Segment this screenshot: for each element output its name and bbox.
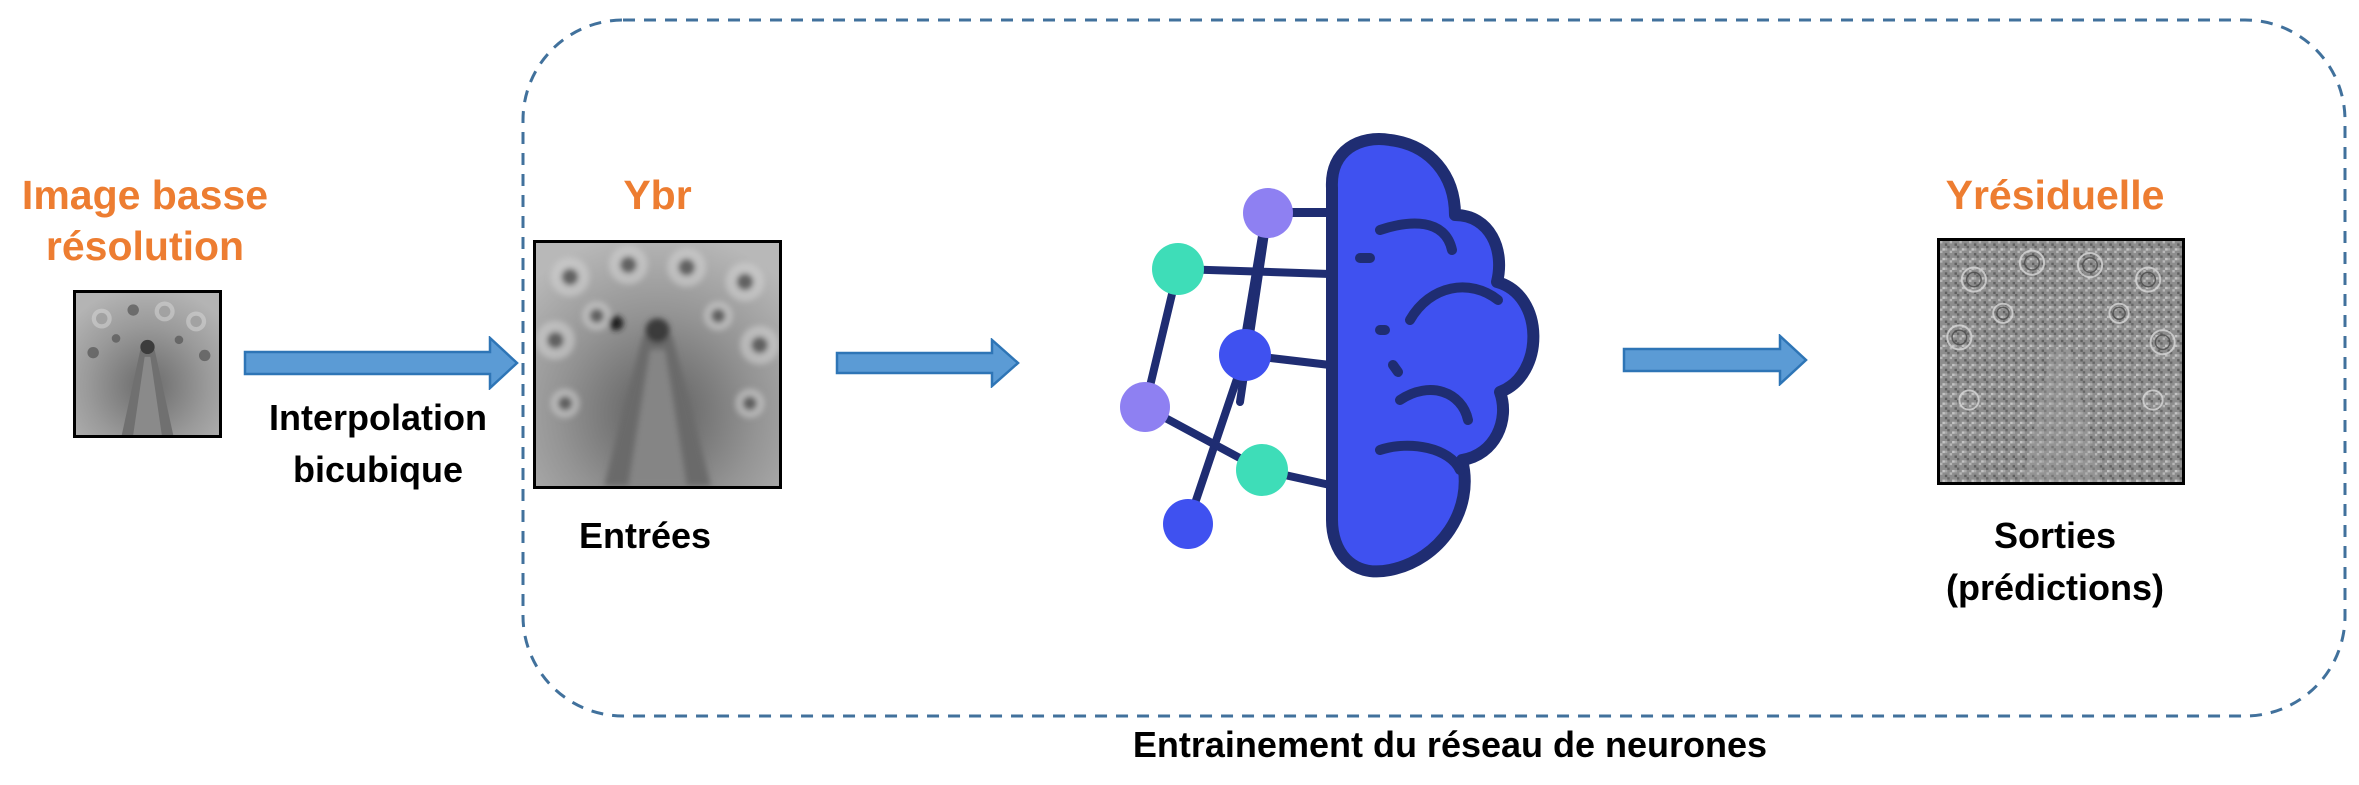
arrow-interpolation: [243, 336, 519, 390]
input-title-line1: Image basse: [21, 172, 269, 218]
arrow-to-network: [835, 338, 1020, 388]
output-caption-line2: (prédictions): [1945, 567, 2164, 609]
output-title: Yrésiduelle: [1945, 172, 2165, 218]
output-caption: Sorties (prédictions): [1915, 510, 2195, 614]
output-caption-line1: Sorties: [1993, 515, 2117, 556]
network-node-purple-bottom: [1120, 382, 1170, 432]
residual-image: [1937, 238, 2185, 485]
network-node-blue-middle: [1219, 329, 1271, 381]
arrow-to-output: [1622, 334, 1808, 386]
low-res-image: [73, 290, 222, 438]
training-region-label: Entrainement du réseau de neurones: [1132, 724, 1768, 765]
ybr-title: Ybr: [623, 172, 692, 218]
interpolation-label-line2: bicubique: [293, 449, 463, 491]
ybr-image: [533, 240, 782, 489]
interpolation-label-line1: Interpolation: [269, 397, 487, 438]
input-title: Image basse résolution: [0, 170, 290, 273]
network-node-purple-top: [1243, 188, 1293, 238]
interpolation-label: Interpolation bicubique: [243, 392, 513, 496]
input-title-line2: résolution: [45, 223, 245, 270]
brain-network-icon: [1120, 133, 1540, 578]
ybr-caption: Entrées: [578, 515, 712, 556]
network-node-blue-bottom: [1163, 499, 1213, 549]
network-node-teal-top: [1152, 243, 1204, 295]
network-node-teal-bottom: [1236, 444, 1288, 496]
